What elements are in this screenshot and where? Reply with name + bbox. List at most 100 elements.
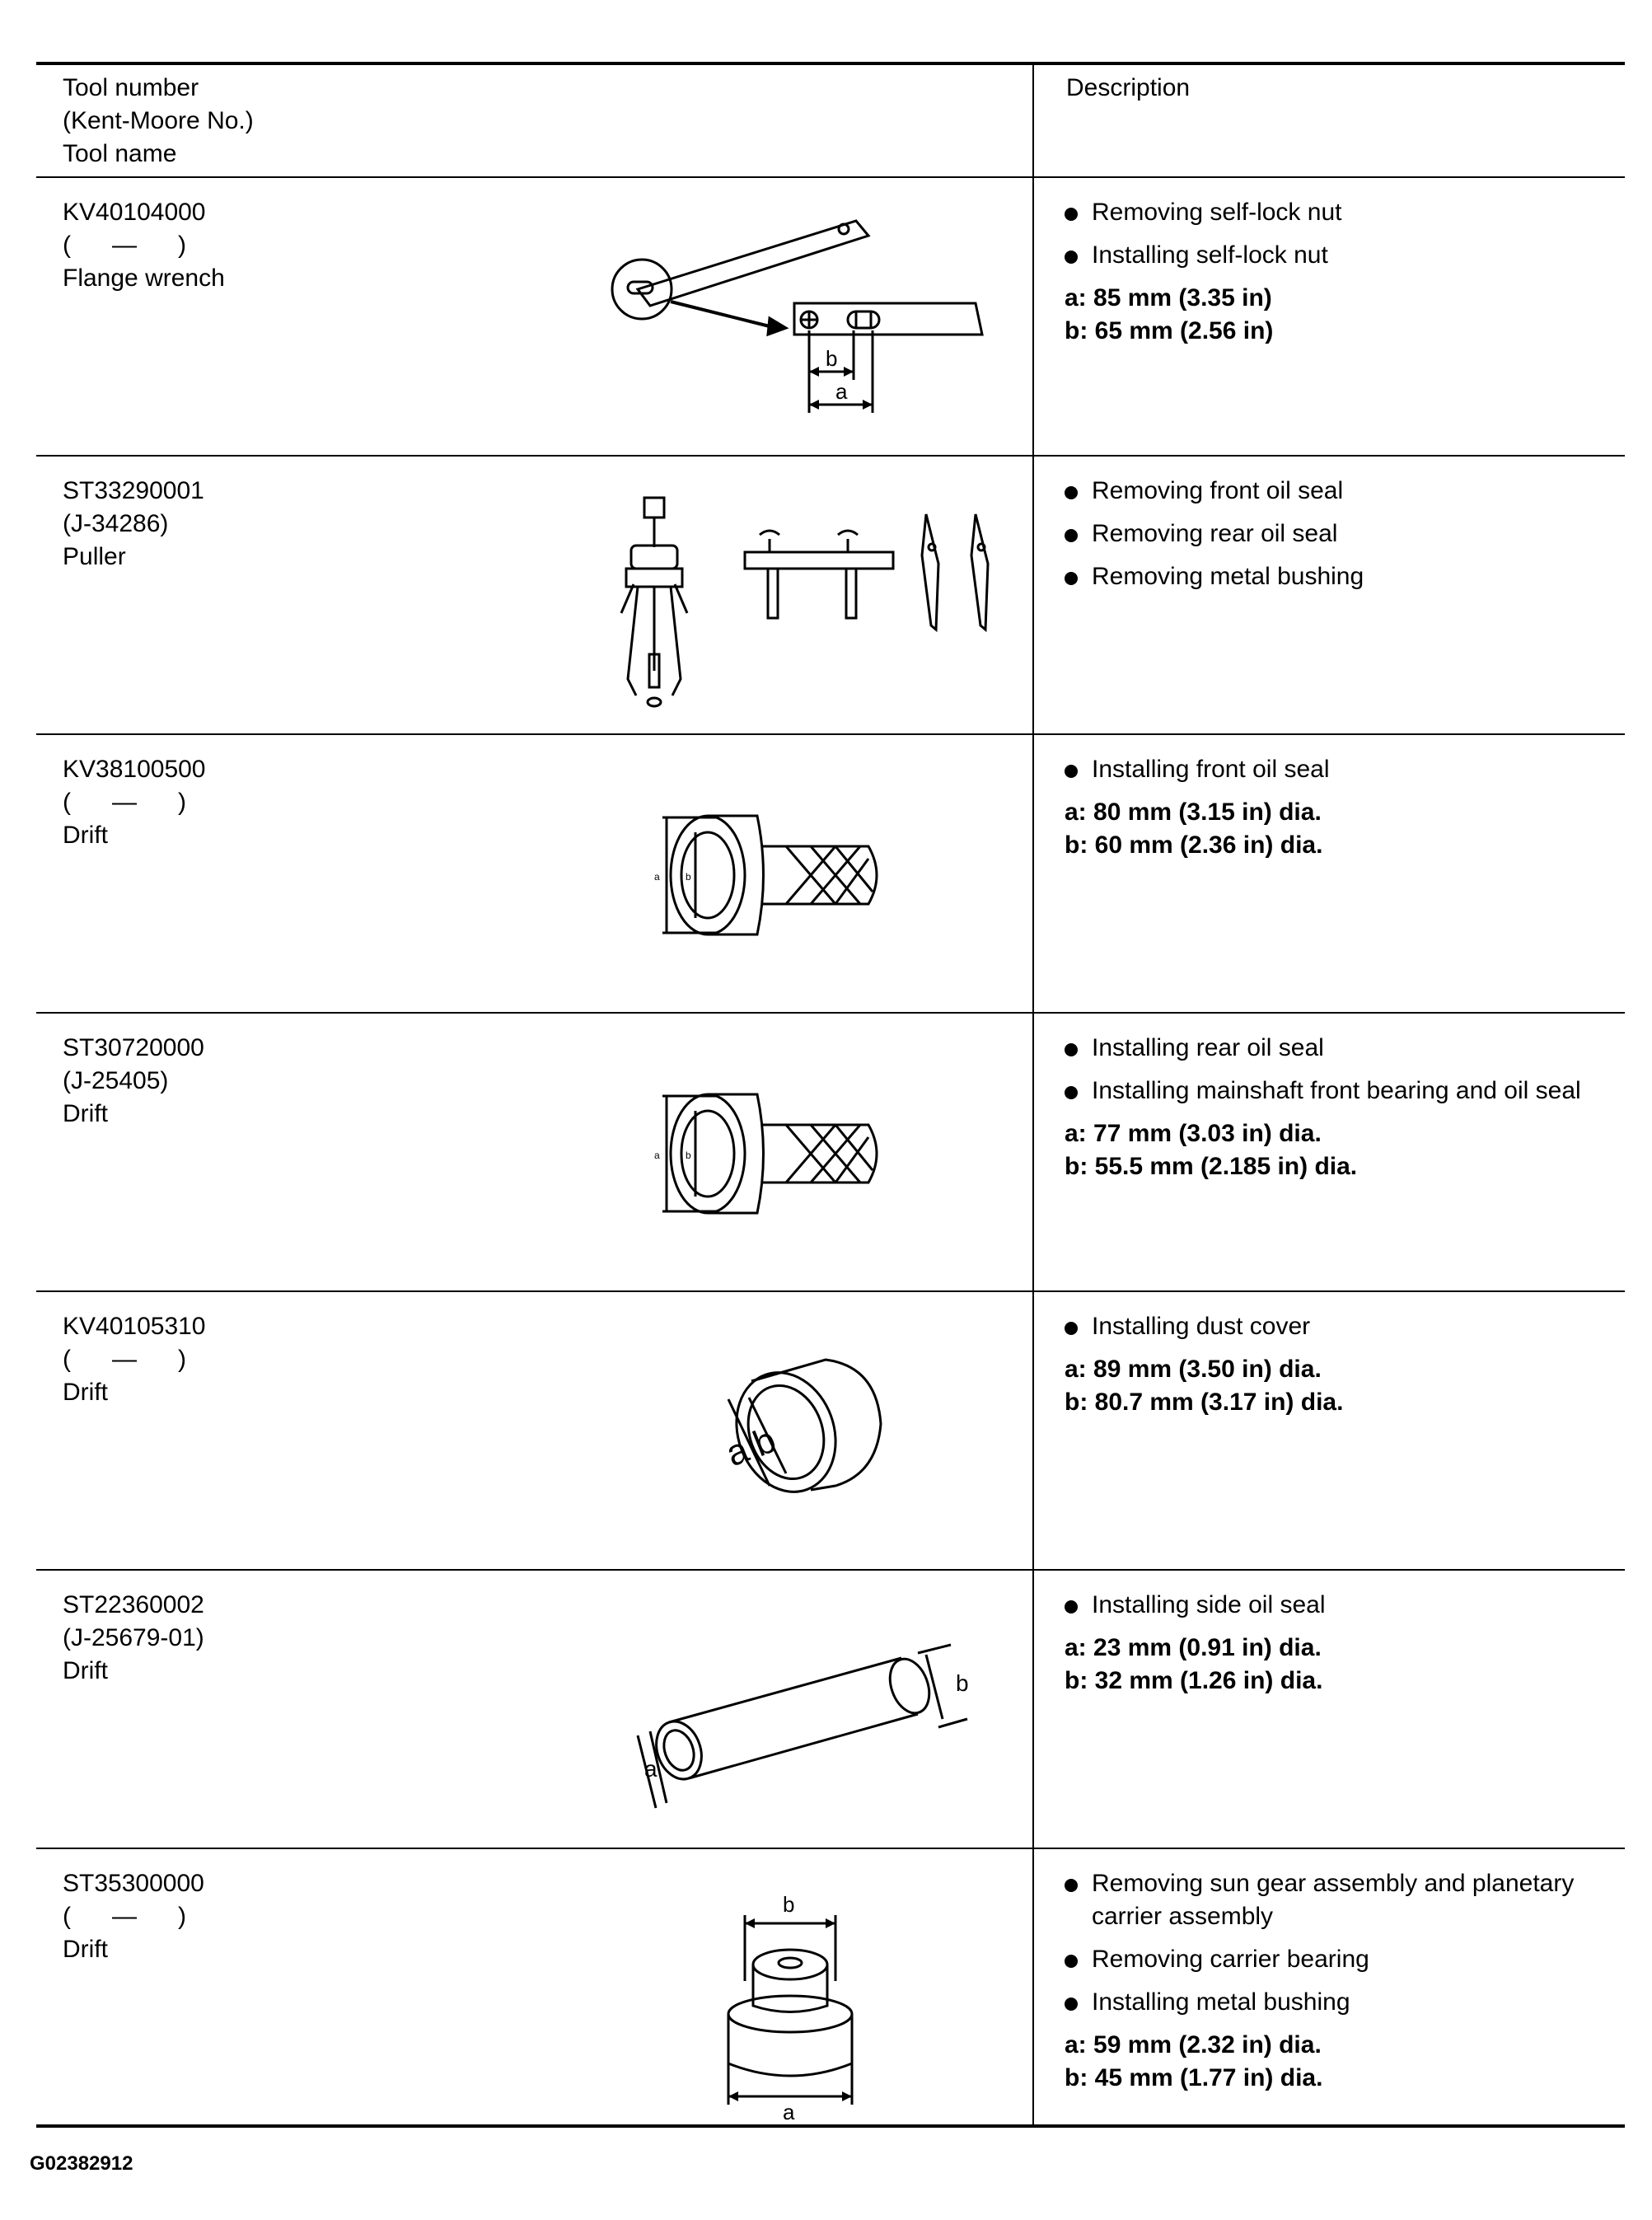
description-cell: Removing front oil seal Removing rear oi… <box>1065 475 1617 603</box>
list-item: Installing front oil seal <box>1065 753 1617 786</box>
bullet-icon <box>1065 1322 1078 1335</box>
drift-illustration: a b <box>654 1093 878 1215</box>
spec-b: b: 45 mm (1.77 in) dia. <box>1065 2064 1323 2091</box>
tool-id-cell: KV40104000 ( — ) Flange wrench <box>63 196 590 295</box>
spec-b: b: 65 mm (2.56 in) <box>1065 317 1274 344</box>
dimension-label-b: b <box>783 1892 794 1917</box>
dimension-label-b: b <box>826 346 837 371</box>
description-cell: Installing front oil seal a: 80 mm (3.15… <box>1065 753 1617 862</box>
header-tool-name: Tool name <box>63 140 177 167</box>
flange-wrench-illustration: b a <box>611 219 984 413</box>
tool-number: ST33290001 <box>63 477 204 504</box>
dimension-label-b: b <box>747 1420 781 1465</box>
tool-number: ST30720000 <box>63 1034 204 1061</box>
tool-id-cell: ST33290001 (J-34286) Puller <box>63 475 590 574</box>
spec-a: a: 80 mm (3.15 in) dia. <box>1065 799 1322 826</box>
tool-number: KV40104000 <box>63 199 206 226</box>
list-item: Installing self-lock nut <box>1065 239 1617 272</box>
table-row: KV40105310 ( — ) Drift a b Installing du… <box>36 1292 1625 1569</box>
bullet-icon <box>1065 529 1078 542</box>
kent-moore-number: (J-25679-01) <box>63 1624 204 1651</box>
table-row: KV38100500 ( — ) Drift a b Installing fr… <box>36 735 1625 1012</box>
table-row: KV40104000 ( — ) Flange wrench <box>36 178 1625 455</box>
bullet-icon <box>1065 1998 1078 2011</box>
description-cell: Removing self-lock nut Installing self-l… <box>1065 196 1617 348</box>
drift-illustration: b a <box>727 1892 854 2121</box>
drift-illustration: a b <box>720 1358 882 1493</box>
spec-a: a: 85 mm (3.35 in) <box>1065 284 1272 311</box>
header-tool-number: Tool number <box>63 74 199 101</box>
tool-id-cell: KV38100500 ( — ) Drift <box>63 753 590 852</box>
header-description: Description <box>1066 74 1191 101</box>
tool-number: ST22360002 <box>63 1591 204 1618</box>
dimension-label-a: a <box>835 379 848 404</box>
column-divider <box>1032 62 1034 2125</box>
kent-moore-number: (J-34286) <box>63 510 169 537</box>
row-divider <box>36 1569 1625 1571</box>
puller-illustration <box>620 496 990 708</box>
list-item: Installing side oil seal <box>1065 1589 1617 1622</box>
bullet-icon <box>1065 1600 1078 1613</box>
row-divider <box>36 1848 1625 1849</box>
dimension-label-b: b <box>686 871 691 883</box>
table-row: ST22360002 (J-25679-01) Drift a b Instal… <box>36 1571 1625 1848</box>
list-item: Installing mainshaft front bearing and o… <box>1065 1075 1617 1108</box>
table-row: ST33290001 (J-34286) Puller <box>36 457 1625 733</box>
list-item: Removing metal bushing <box>1065 560 1617 593</box>
list-item: Removing rear oil seal <box>1065 518 1617 550</box>
list-item: Removing self-lock nut <box>1065 196 1617 229</box>
tool-id-cell: ST35300000 ( — ) Drift <box>63 1867 590 1966</box>
spec-b: b: 80.7 mm (3.17 in) dia. <box>1065 1389 1344 1416</box>
bullet-icon <box>1065 1955 1078 1968</box>
dimension-label-b: b <box>686 1150 691 1161</box>
list-item: Installing metal bushing <box>1065 1986 1617 2019</box>
description-cell: Installing side oil seal a: 23 mm (0.91 … <box>1065 1589 1617 1698</box>
row-divider <box>36 733 1625 735</box>
tool-name: Flange wrench <box>63 265 225 292</box>
tool-name: Drift <box>63 1100 108 1127</box>
spec-b: b: 55.5 mm (2.185 in) dia. <box>1065 1153 1358 1180</box>
dimension-label-a: a <box>644 1756 658 1782</box>
description-cell: Installing dust cover a: 89 mm (3.50 in)… <box>1065 1310 1617 1419</box>
dimension-label-a: a <box>654 871 660 883</box>
list-item: Removing carrier bearing <box>1065 1943 1617 1976</box>
header-kent-moore: (Kent-Moore No.) <box>63 107 254 134</box>
spec-b: b: 32 mm (1.26 in) dia. <box>1065 1667 1323 1694</box>
tool-name: Drift <box>63 822 108 849</box>
table-bottom-border <box>36 2124 1625 2128</box>
spec-b: b: 60 mm (2.36 in) dia. <box>1065 831 1323 859</box>
figure-code: G02382912 <box>30 2152 133 2175</box>
bullet-icon <box>1065 208 1078 221</box>
tool-number: KV40105310 <box>63 1313 206 1340</box>
dimension-label-a: a <box>654 1150 660 1161</box>
table-row: ST30720000 (J-25405) Drift a b Installin… <box>36 1014 1625 1290</box>
kent-moore-number: ( — ) <box>63 232 186 259</box>
bullet-icon <box>1065 765 1078 778</box>
bullet-icon <box>1065 486 1078 499</box>
list-item: Removing front oil seal <box>1065 475 1617 508</box>
spec-a: a: 59 mm (2.32 in) dia. <box>1065 2031 1322 2058</box>
tool-id-cell: KV40105310 ( — ) Drift <box>63 1310 590 1409</box>
spec-a: a: 77 mm (3.03 in) dia. <box>1065 1120 1322 1147</box>
bullet-icon <box>1065 1879 1078 1892</box>
list-item: Installing rear oil seal <box>1065 1032 1617 1065</box>
bullet-icon <box>1065 1043 1078 1056</box>
dimension-label-a: a <box>783 2100 795 2121</box>
row-divider <box>36 455 1625 457</box>
kent-moore-number: ( — ) <box>63 1903 186 1930</box>
row-divider <box>36 1012 1625 1014</box>
tool-id-cell: ST22360002 (J-25679-01) Drift <box>63 1589 590 1688</box>
drift-illustration: a b <box>636 1643 969 1809</box>
description-cell: Installing rear oil seal Installing main… <box>1065 1032 1617 1183</box>
tool-name: Drift <box>63 1657 108 1684</box>
kent-moore-number: (J-25405) <box>63 1067 169 1094</box>
tool-id-cell: ST30720000 (J-25405) Drift <box>63 1032 590 1131</box>
description-cell: Removing sun gear assembly and planetary… <box>1065 1867 1617 2095</box>
tool-number: KV38100500 <box>63 756 206 783</box>
bullet-icon <box>1065 572 1078 585</box>
spec-a: a: 89 mm (3.50 in) dia. <box>1065 1356 1322 1383</box>
table-row: ST35300000 ( — ) Drift b a <box>36 1849 1625 2124</box>
header-tool-column: Tool number (Kent-Moore No.) Tool name <box>63 72 254 171</box>
spec-a: a: 23 mm (0.91 in) dia. <box>1065 1634 1322 1661</box>
